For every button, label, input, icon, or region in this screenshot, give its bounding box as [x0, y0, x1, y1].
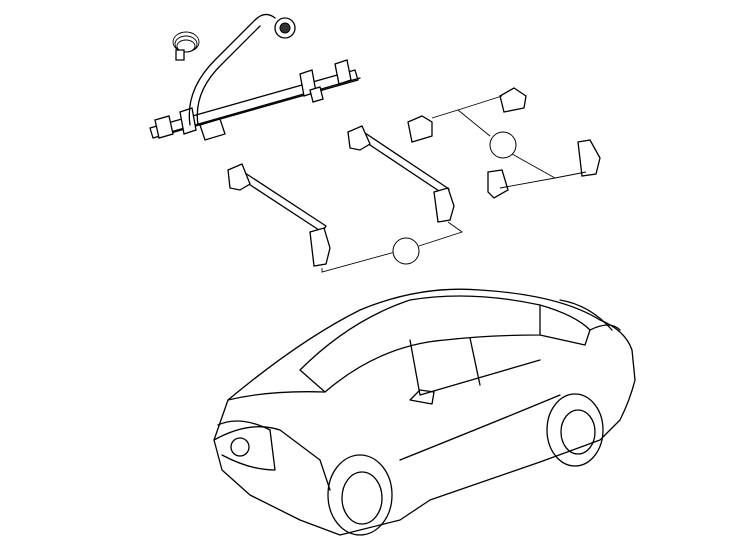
- roof-bar-rear: [227, 163, 331, 267]
- roof-feet: [407, 87, 601, 199]
- car-illustration: [213, 288, 636, 536]
- bike-carrier: [149, 13, 361, 141]
- leader-20-a: [431, 95, 503, 137]
- leader-10-b: [418, 221, 463, 247]
- leader-20-b: [499, 153, 587, 189]
- roof-bar-front: [347, 125, 455, 223]
- leader-10-a: [321, 251, 396, 273]
- callout-20-circle: [489, 131, 517, 159]
- callout-10-circle: [392, 237, 420, 265]
- lock-cable: [172, 31, 200, 61]
